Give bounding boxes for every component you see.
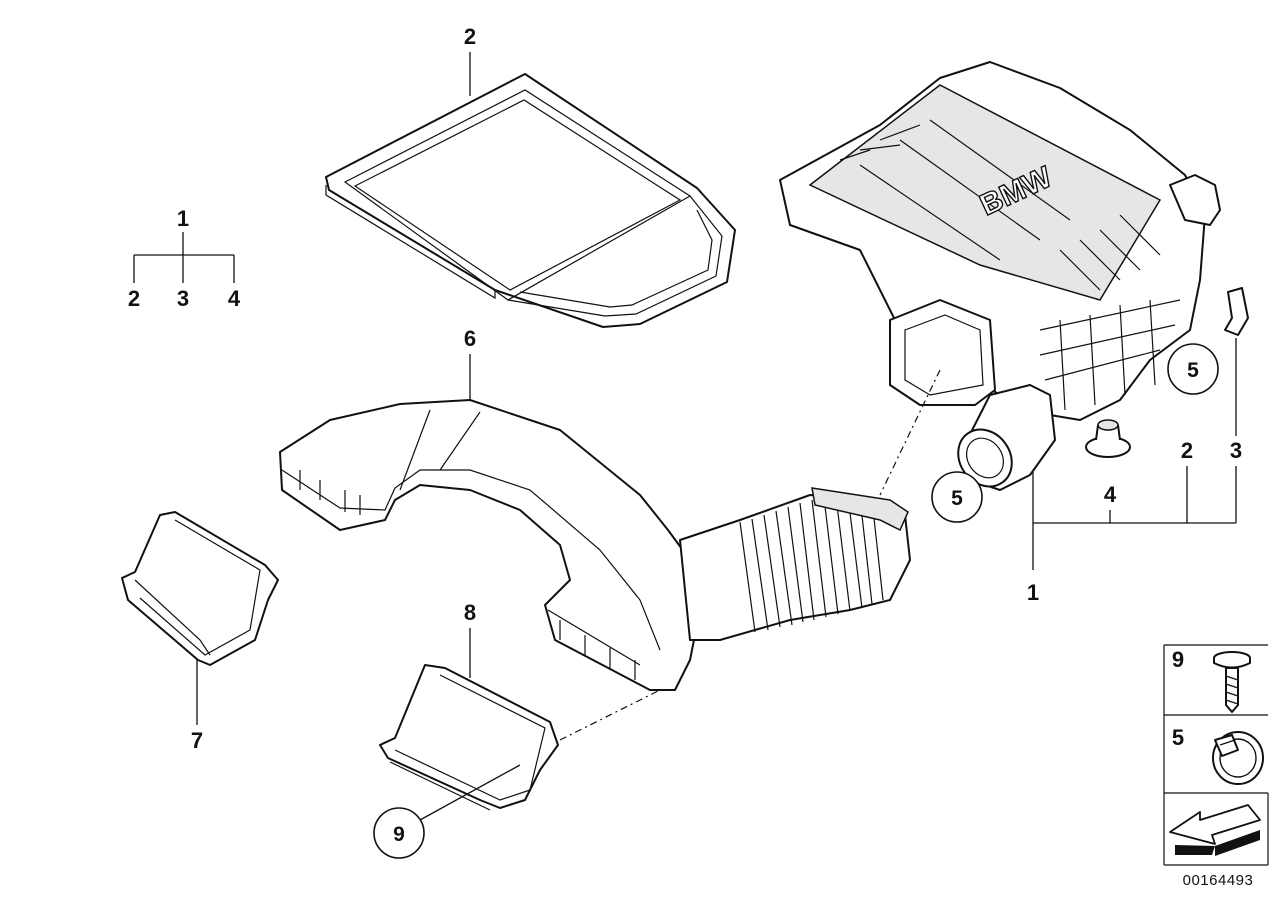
hose-clamp-icon <box>1212 731 1264 785</box>
hardware-panel: 9 5 <box>1163 644 1269 866</box>
rubber-grommet <box>1085 419 1131 458</box>
grommet-callout: 4 <box>1104 482 1117 507</box>
air-filter-housing: BMW <box>779 61 1221 496</box>
screw-icon <box>1213 651 1251 713</box>
legend-tree: 1 2 3 4 <box>128 206 241 311</box>
intake-duct-left: 7 <box>121 511 279 753</box>
image-id: 00164493 <box>1183 872 1254 889</box>
legend-child-label: 2 <box>128 286 140 311</box>
duct-bottom-callout: 8 <box>464 600 476 625</box>
callout-circle-screw: 9 <box>373 764 521 859</box>
screw-panel-label: 9 <box>1172 647 1184 672</box>
duct-left-callout: 7 <box>191 728 203 753</box>
screw-number: 9 <box>393 823 405 846</box>
intake-duct-main: 6 <box>279 326 911 691</box>
intake-duct-bottom: 8 <box>379 600 661 811</box>
direction-arrow-icon <box>1169 804 1261 856</box>
air-filter-element: 2 <box>325 24 736 328</box>
legend-child-label: 3 <box>177 286 189 311</box>
clamp-mid-number: 5 <box>951 487 963 510</box>
retaining-clip <box>1224 287 1249 336</box>
box-tree-callout: 2 <box>1181 438 1193 463</box>
filter-callout: 2 <box>464 24 476 49</box>
legend-top-label: 1 <box>177 206 189 231</box>
callout-circle-clamp-top: 5 <box>1167 343 1219 395</box>
housing-callout: 1 <box>1027 580 1039 605</box>
clamp-panel-label: 5 <box>1172 725 1184 750</box>
housing-assembly-tree: 3 2 4 1 <box>1027 338 1242 605</box>
clip-callout: 3 <box>1230 438 1242 463</box>
callout-circle-clamp-mid: 5 <box>931 471 983 523</box>
clamp-top-number: 5 <box>1187 359 1199 382</box>
legend-child-label: 4 <box>228 286 241 311</box>
duct-main-callout: 6 <box>464 326 476 351</box>
